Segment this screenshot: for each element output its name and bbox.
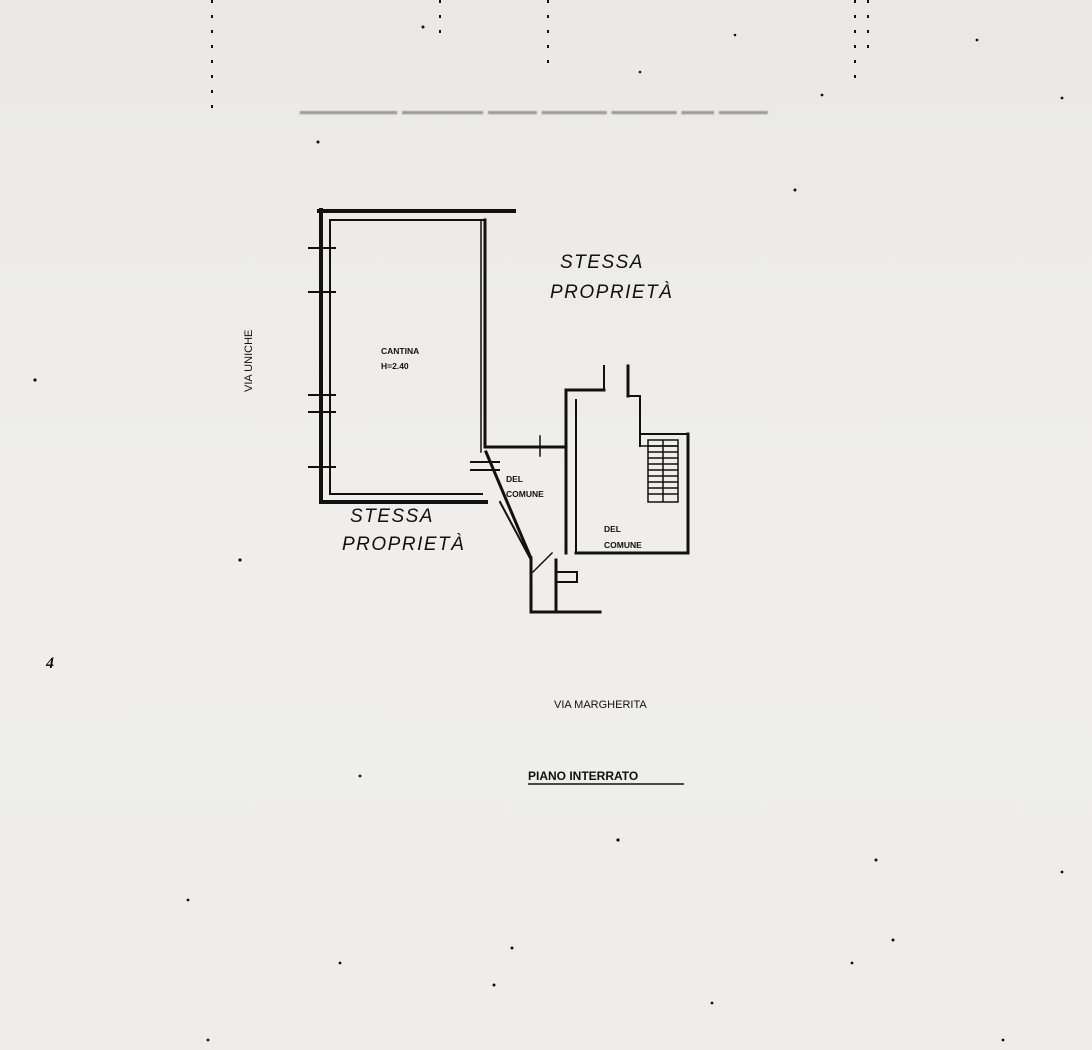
plan-title: PIANO INTERRATO <box>528 769 638 783</box>
common-small-label-line1: DEL <box>506 474 523 484</box>
margin-mark: 4 <box>45 655 54 672</box>
upper-right-label-line1: STESSA <box>560 252 644 273</box>
staircase <box>647 439 679 503</box>
common-large-label-line2: COMUNE <box>604 540 642 550</box>
lower-left-label-line1: STESSA <box>350 506 434 527</box>
street-left-label: VIA UNICHE <box>243 330 255 392</box>
common-small-label-line2: COMUNE <box>506 489 544 499</box>
upper-right-label-line2: PROPRIETÀ <box>550 282 673 303</box>
cellar-label-line1: CANTINA <box>381 346 419 356</box>
scan-specks <box>33 25 1064 1042</box>
common-large-label-line1: DEL <box>604 524 621 534</box>
dashed-guide-lines <box>211 0 869 120</box>
cellar-label-line2: H=2.40 <box>381 361 409 371</box>
lower-left-label-line2: PROPRIETÀ <box>342 534 465 555</box>
street-bottom-label: VIA MARGHERITA <box>554 699 647 711</box>
wall-window-marks <box>308 247 500 471</box>
